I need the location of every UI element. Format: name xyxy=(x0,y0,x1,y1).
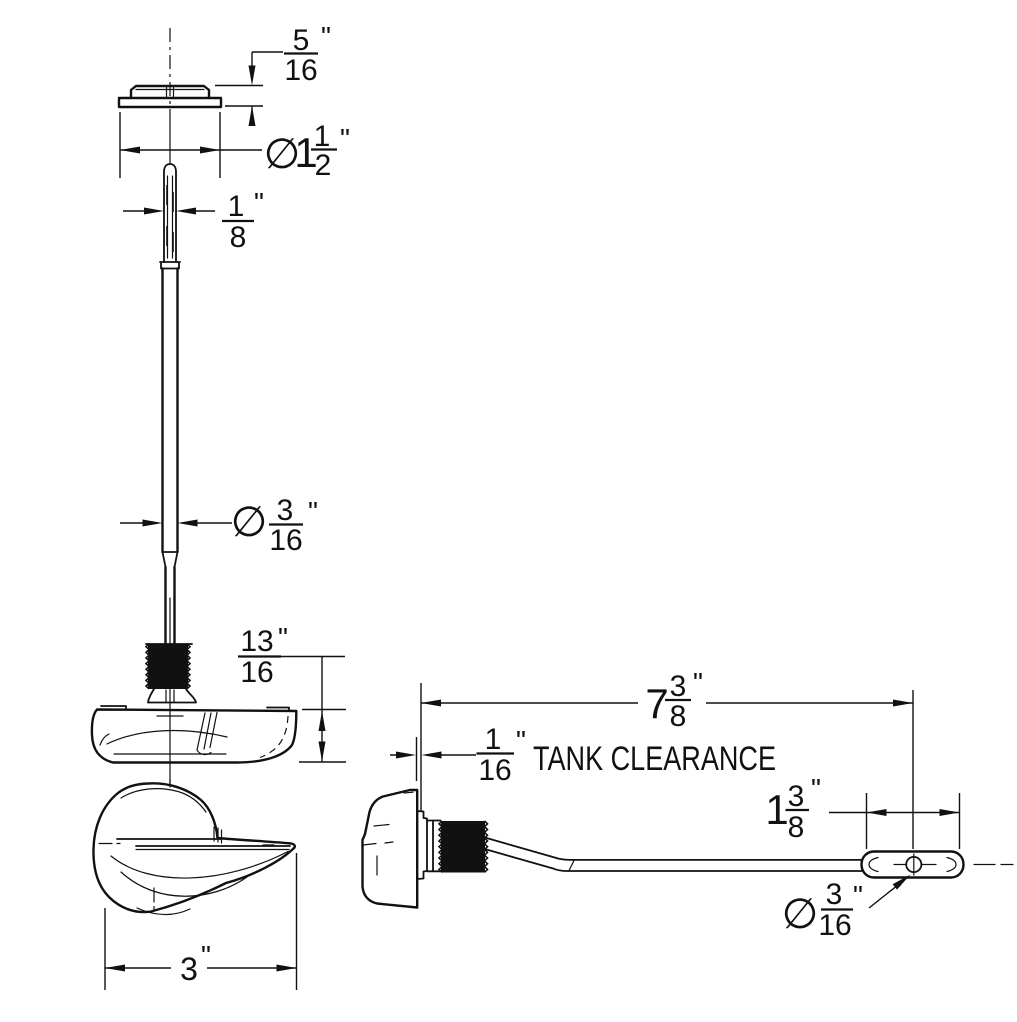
svg-text:2: 2 xyxy=(315,149,332,182)
dim-tank-clearance: 1 16 " TANK CLEARANCE xyxy=(390,723,776,787)
diameter-symbol: ∅ xyxy=(782,890,819,937)
dim-flange-height: 5 16 " xyxy=(215,21,331,126)
front-view xyxy=(90,28,298,788)
svg-text:3: 3 xyxy=(277,494,294,527)
diameter-symbol: ∅ xyxy=(231,498,268,545)
thread-section xyxy=(144,643,197,704)
svg-text:8: 8 xyxy=(788,811,805,844)
svg-text:": " xyxy=(201,940,211,971)
svg-text:3: 3 xyxy=(788,780,805,813)
dim-handle-width: 3 " xyxy=(104,853,298,990)
dim-reach: 7 3 8 " xyxy=(420,667,914,849)
svg-text:13: 13 xyxy=(240,625,273,658)
svg-text:": " xyxy=(853,880,863,911)
rod-tip xyxy=(163,163,177,263)
svg-text:": " xyxy=(278,622,288,653)
escutcheon xyxy=(90,705,298,764)
svg-text:16: 16 xyxy=(240,656,273,689)
dim-rod-diameter: ∅ 3 16 " xyxy=(120,494,318,557)
dim-hole-diameter: ∅ 3 16 " xyxy=(782,874,911,942)
svg-text:16: 16 xyxy=(478,754,511,787)
svg-text:": " xyxy=(340,123,350,154)
dim-rod-tip-width: 1 8 " xyxy=(123,187,264,254)
svg-text:7: 7 xyxy=(645,680,668,727)
dim-end-link-length: 1 3 8 " xyxy=(765,773,961,849)
svg-text:16: 16 xyxy=(818,909,851,942)
mounting-stem xyxy=(416,810,428,880)
dim-flange-diameter: ∅ 1 1 2 " xyxy=(119,112,350,182)
mounting-nut xyxy=(426,819,489,873)
handle-side-view xyxy=(361,788,1014,909)
svg-text:1: 1 xyxy=(294,129,317,176)
rod-body xyxy=(161,267,179,554)
dim-text: 5 xyxy=(293,24,310,57)
svg-text:": " xyxy=(308,496,318,527)
svg-text:1: 1 xyxy=(314,120,331,153)
svg-text:16: 16 xyxy=(284,54,317,87)
lever-arm xyxy=(485,837,863,872)
svg-text:": " xyxy=(693,667,703,698)
svg-text:8: 8 xyxy=(230,221,247,254)
dim-nut-height: 13 16 " xyxy=(238,622,346,763)
svg-text:8: 8 xyxy=(670,700,687,733)
svg-text:3: 3 xyxy=(670,670,687,703)
handle-top-view xyxy=(92,778,296,916)
svg-text:": " xyxy=(811,773,821,804)
thread-flare xyxy=(147,688,197,704)
trip-lever-end xyxy=(860,850,1014,879)
svg-text:3: 3 xyxy=(180,951,198,987)
handle-profile xyxy=(361,788,419,909)
diameter-symbol: ∅ xyxy=(264,130,301,177)
svg-text:": " xyxy=(516,725,526,756)
tank-clearance-label: TANK CLEARANCE xyxy=(533,740,776,778)
svg-text:3: 3 xyxy=(826,878,843,911)
flange-top-view xyxy=(117,84,223,109)
lift-rod xyxy=(159,163,181,645)
svg-text:16: 16 xyxy=(269,524,302,557)
svg-text:1: 1 xyxy=(228,190,245,223)
svg-text:": " xyxy=(254,187,264,218)
svg-text:1: 1 xyxy=(485,723,502,756)
svg-text:": " xyxy=(321,21,331,52)
rod-collar xyxy=(159,261,181,270)
svg-text:1: 1 xyxy=(765,786,788,833)
